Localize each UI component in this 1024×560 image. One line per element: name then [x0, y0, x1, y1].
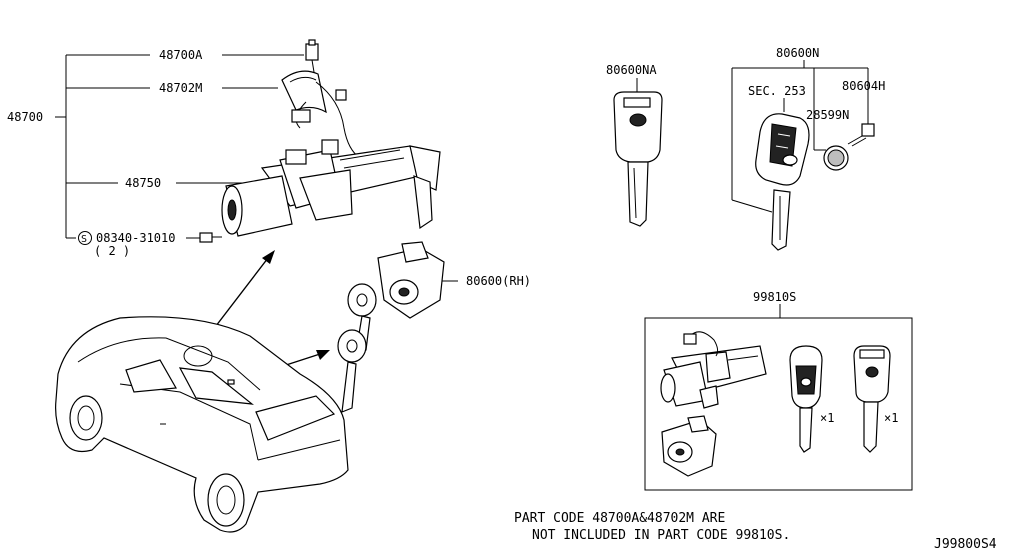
bracket-80600n	[731, 60, 869, 213]
part-48700a-drawing	[305, 39, 319, 73]
part-80600n-drawing	[755, 113, 810, 251]
label-28599n: 28599N	[806, 108, 849, 122]
bolt-drawing	[199, 232, 222, 243]
kit-cylinder-drawing	[661, 415, 717, 477]
key-pair-drawing	[337, 283, 377, 413]
label-99810s: 99810S	[753, 290, 796, 304]
kit-plain-key-drawing	[853, 345, 891, 453]
label-48750: 48750	[125, 176, 161, 190]
label-48702m: 48702M	[159, 81, 202, 95]
part-48702m-drawing	[281, 70, 327, 114]
screw-symbol-icon: S	[78, 231, 92, 245]
vehicle-outline-drawing	[55, 316, 349, 533]
kit-remote-key-drawing	[789, 345, 823, 453]
wire-harness-drawing	[291, 81, 361, 159]
label-48700: 48700	[7, 110, 43, 124]
label-80600rh: 80600(RH)	[466, 274, 531, 288]
leader-lines-left	[176, 54, 458, 282]
label-80600na: 80600NA	[606, 63, 657, 77]
svg-text:S: S	[81, 234, 87, 245]
note-line-1: PART CODE 48700A&48702M ARE	[514, 511, 725, 526]
part-48750-drawing	[221, 139, 441, 237]
diagram-code: J99800S4	[934, 537, 997, 552]
kit-99810s-frame	[644, 317, 913, 491]
label-80604h: 80604H	[842, 79, 885, 93]
label-48700a: 48700A	[159, 48, 203, 62]
label-80600n: 80600N	[776, 46, 819, 60]
part-28599n-battery-drawing	[823, 145, 849, 171]
label-qty-remote: ×1	[820, 411, 834, 425]
note-line-2: NOT INCLUDED IN PART CODE 99810S.	[532, 528, 790, 543]
label-bolt-qty: ( 2 )	[94, 244, 130, 258]
label-sec253: SEC. 253	[748, 84, 806, 98]
label-qty-key: ×1	[884, 411, 898, 425]
label-bolt: 08340-31010	[96, 231, 175, 245]
bracket-48700	[55, 54, 150, 239]
kit-lock-assembly-drawing	[660, 331, 767, 409]
part-80604h-screw-drawing	[847, 123, 875, 147]
part-80600na-drawing	[613, 91, 663, 227]
part-80600rh-drawing	[377, 241, 445, 319]
